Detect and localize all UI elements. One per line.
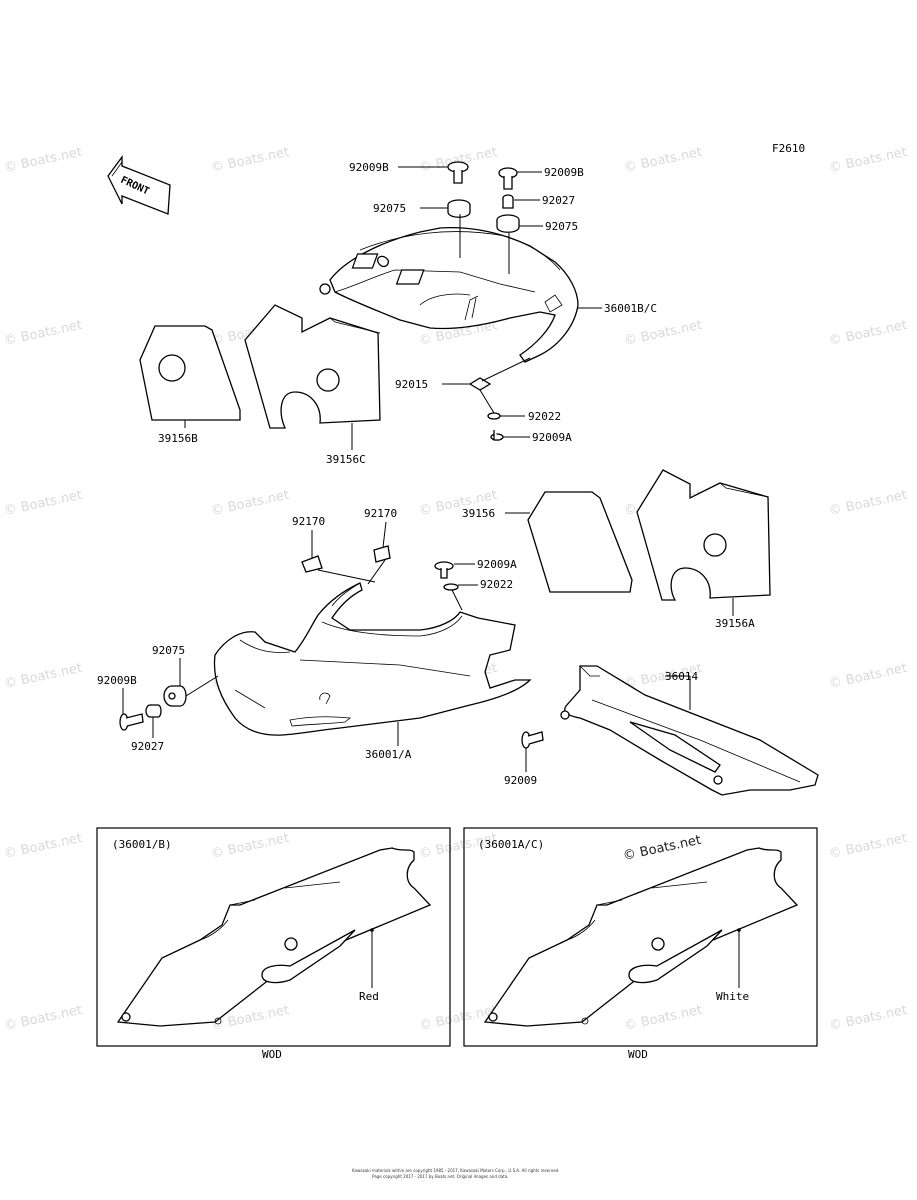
label-92075: 92075	[152, 644, 185, 657]
label-92015: 92015	[395, 378, 428, 391]
bolt-92009-middle	[521, 731, 544, 749]
watermark: © Boats.net	[210, 488, 291, 519]
label-92075: 92075	[373, 202, 406, 215]
watermark: © Boats.net	[828, 831, 909, 862]
label-92170: 92170	[364, 507, 397, 520]
clip-92015	[468, 377, 492, 391]
label-39156: 39156	[462, 507, 495, 520]
leader-lines-top	[184, 166, 602, 450]
pad-39156	[527, 491, 633, 593]
watermark: © Boats.net	[828, 318, 909, 349]
watermark: © Boats.net	[828, 488, 909, 519]
bolt-92009a-top	[490, 430, 504, 441]
pad-39156a	[636, 469, 771, 601]
washer-92022-top	[487, 412, 501, 420]
pad-39156c	[244, 304, 381, 429]
grommet-92075-top-left	[447, 199, 471, 218]
bolt-92009b-middle	[119, 713, 144, 731]
watermark: © Boats.net	[828, 145, 909, 176]
label-92075: 92075	[545, 220, 578, 233]
part-labels: 92009B 92009B 92027 92075 92075 36001B/C…	[97, 161, 755, 787]
watermark: © Boats.net	[418, 1003, 499, 1034]
watermark: © Boats.net	[3, 318, 84, 349]
bolt-92009a-middle	[434, 561, 454, 579]
watermark: © Boats.net	[3, 145, 84, 176]
watermark: © Boats.net	[623, 1003, 704, 1034]
label-39156a: 39156A	[715, 617, 755, 630]
clip-92170-left	[301, 555, 323, 573]
label-92009a: 92009A	[477, 558, 517, 571]
label-36014: 36014	[665, 670, 698, 683]
watermark: © Boats.net	[210, 831, 291, 862]
inset-right-watermark: © Boats.net	[622, 833, 703, 864]
label-92009b: 92009B	[544, 166, 584, 179]
label-92009b: 92009B	[349, 161, 389, 174]
grommet-92075-top-right	[496, 214, 520, 233]
inset-right-caption: WOD	[628, 1048, 648, 1061]
label-92027: 92027	[131, 740, 164, 753]
label-39156b: 39156B	[158, 432, 198, 445]
footer-copyright: Kawasaki materials within are copyright …	[352, 1168, 559, 1173]
watermark: © Boats.net	[3, 488, 84, 519]
label-92022: 92022	[528, 410, 561, 423]
label-39156c: 39156C	[326, 453, 366, 466]
label-92170: 92170	[292, 515, 325, 528]
side-cowl-36001a	[213, 582, 532, 736]
label-92009a: 92009A	[532, 431, 572, 444]
watermark: © Boats.net	[828, 661, 909, 692]
pad-39156b	[139, 325, 241, 421]
bolt-92009b-top-left	[447, 161, 469, 184]
watermark: © Boats.net	[3, 661, 84, 692]
label-36001a: 36001/A	[365, 748, 412, 761]
label-92022: 92022	[480, 578, 513, 591]
inset-right-title: (36001A/C)	[478, 838, 544, 851]
label-92009: 92009	[504, 774, 537, 787]
watermark: © Boats.net	[3, 831, 84, 862]
label-92009b: 92009B	[97, 674, 137, 687]
watermark: © Boats.net	[623, 318, 704, 349]
front-arrow-icon: FRONT	[107, 155, 171, 215]
chain-cover-36014	[560, 665, 819, 796]
inset-left-color-label: Red	[359, 990, 379, 1003]
label-36001bc: 36001B/C	[604, 302, 657, 315]
label-92027: 92027	[542, 194, 575, 207]
inset-right: (36001A/C) © Boats.net White WOD	[463, 827, 818, 1061]
collar-92027-top	[502, 194, 514, 209]
seat-cowl-upper	[319, 226, 579, 363]
inset-left-caption: WOD	[262, 1048, 282, 1061]
clip-92170-right	[373, 545, 391, 563]
watermark: © Boats.net	[3, 1003, 84, 1034]
collar-92027-middle	[145, 704, 162, 718]
inset-left: (36001/B) Red WOD	[96, 827, 451, 1061]
watermark: © Boats.net	[210, 145, 291, 176]
watermark: © Boats.net	[828, 1003, 909, 1034]
footer-page-copyright: Page copyright 2017 - 2017 by Boats.net.…	[372, 1174, 508, 1179]
washer-92022-middle	[443, 583, 459, 591]
grommet-92075-middle	[163, 685, 187, 707]
leader-lines-middle	[122, 512, 734, 772]
watermark: © Boats.net	[623, 145, 704, 176]
figure-code: F2610	[772, 142, 805, 155]
bolt-92009b-top-right	[498, 167, 518, 190]
inset-right-color-label: White	[716, 990, 749, 1003]
inset-left-title: (36001/B)	[112, 838, 172, 851]
